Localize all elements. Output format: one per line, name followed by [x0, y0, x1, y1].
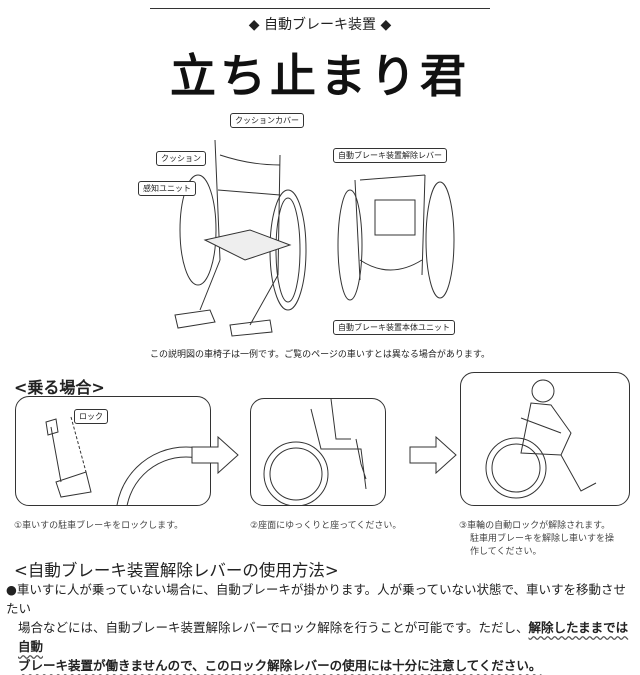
usage-line1: ●車いすに人が乗っていない場合に、自動ブレーキが掛かります。人が乗っていない状態…	[6, 582, 627, 616]
step3-line1: ③車輪の自動ロックが解除されます。	[459, 521, 611, 531]
wheelchair-rear-illustration	[337, 174, 455, 301]
label-cushion-cover: クッションカバー	[230, 113, 304, 128]
subtitle: ◆ 自動ブレーキ装置 ◆	[248, 17, 392, 33]
step3-panel	[460, 372, 630, 506]
top-rule	[150, 8, 490, 9]
lock-label: ロック	[74, 409, 108, 424]
step2-panel	[250, 398, 386, 506]
label-cushion: クッション	[156, 151, 206, 166]
step3-caption: ③車輪の自動ロックが解除されます。 駐車用ブレーキを解除し車いすを操 作してくだ…	[459, 520, 614, 559]
label-main-unit: 自動ブレーキ装置本体ユニット	[333, 320, 455, 335]
boarding-heading: <乗る場合>	[14, 378, 105, 397]
step3-line2: 駐車用ブレーキを解除し車いすを操	[470, 534, 615, 544]
page-title: 立ち止まり君	[170, 49, 470, 103]
wheelchair-front-illustration	[174, 139, 307, 337]
step3-line3: 作してください。	[470, 547, 542, 557]
label-sensor-unit: 感知ユニット	[138, 181, 196, 196]
arrow-right-icon	[409, 435, 457, 475]
seated-user-illustration	[485, 379, 597, 499]
brake-lever-illustration	[45, 416, 210, 505]
step1-panel: ロック	[15, 396, 211, 506]
diagram-caption: この説明図の車椅子は一例です。ご覧のページの車いすとは異なる場合があります。	[149, 350, 491, 360]
sitting-illustration	[263, 399, 367, 505]
step2-caption: ②座面にゆっくりと座ってください。	[250, 521, 402, 531]
usage-body: ●車いすに人が乗っていない場合に、自動ブレーキが掛かります。人が乗っていない状態…	[6, 580, 636, 675]
usage-line2: 場合などには、自動ブレーキ装置解除レバーでロック解除を行うことが可能です。ただし…	[18, 620, 529, 635]
step1-caption: ①車いすの駐車ブレーキをロックします。	[14, 521, 184, 531]
wheelchair-diagram	[174, 139, 455, 337]
usage-warning: ブレーキ装置が働きませんので、このロック解除レバーの使用には十分に注意してくださ…	[18, 658, 542, 673]
label-release-lever: 自動ブレーキ装置解除レバー	[333, 148, 447, 163]
usage-heading: <自動ブレーキ装置解除レバーの使用方法>	[14, 561, 339, 580]
arrow-right-icon	[191, 435, 239, 475]
